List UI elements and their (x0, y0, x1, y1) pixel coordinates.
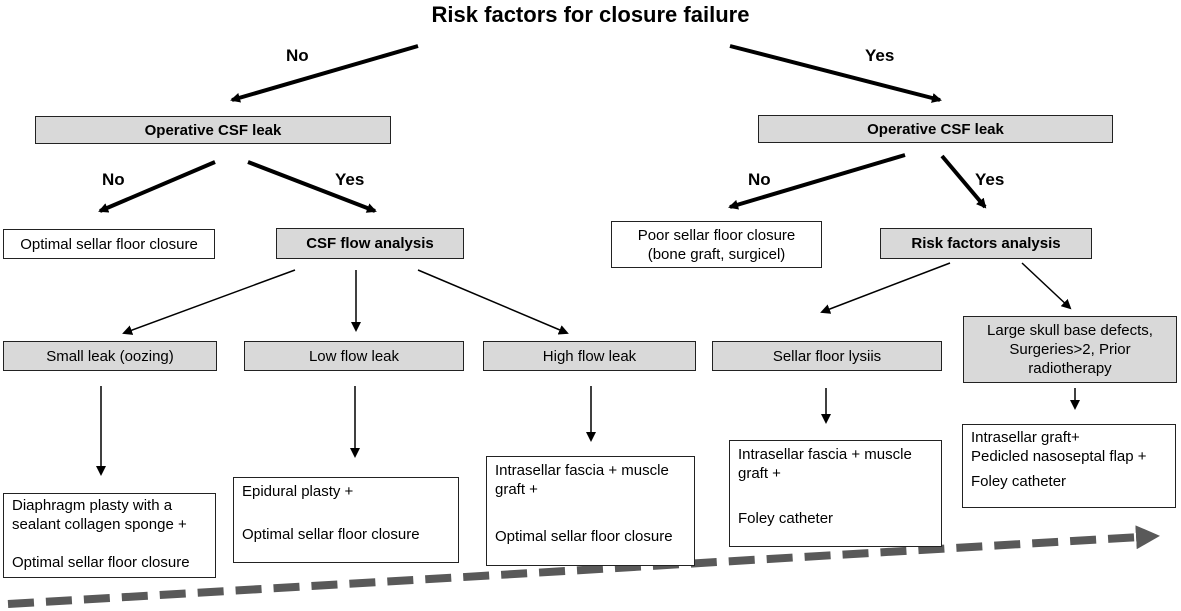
arrow-left-no (98, 160, 216, 213)
arrow-right-no (728, 153, 906, 210)
arrow-right-yes (940, 154, 987, 209)
outcome-lysis-line-5: Foley catheter (738, 510, 834, 527)
csf-flow-node: CSF flow analysis (276, 228, 464, 259)
outcome-small-leak: Diaphragm plasty with a sealant collagen… (3, 493, 216, 578)
outcome-small-line-3 (12, 534, 207, 553)
outcome-lysis-line-2: graft + (738, 465, 781, 482)
label-left-yes: Yes (335, 170, 365, 189)
low-flow-node: Low flow leak (244, 341, 464, 371)
sellar-lysis-node: Sellar floor lysiis (712, 341, 942, 371)
label-left-no: No (102, 170, 125, 189)
large-defects-line-3: radiotherapy (1028, 360, 1112, 377)
outcome-small-line-2: sealant collagen sponge + (12, 516, 187, 533)
outcome-high-line-1: Intrasellar fascia + muscle (495, 462, 669, 479)
arrow-top-no (230, 44, 419, 103)
outcome-sellar-lysis: Intrasellar fascia + muscle graft + Fole… (729, 440, 942, 547)
outcome-small-line-4: Optimal sellar floor closure (12, 554, 190, 571)
small-leak-node: Small leak (oozing) (3, 341, 217, 371)
label-right-yes: Yes (975, 170, 1005, 189)
outcome-low-line-2 (242, 501, 450, 513)
outcome-high-flow: Intrasellar fascia + muscle graft + Opti… (486, 456, 695, 566)
outcome-low-line-3 (242, 513, 450, 525)
outcome-low-line-4: Optimal sellar floor closure (242, 526, 420, 543)
arrow-csf-high (417, 269, 569, 335)
diagram-title: Risk factors for closure failure (431, 2, 750, 27)
outcome-large-line-1: Intrasellar graft+ (971, 429, 1080, 446)
poor-closure-line-1: Poor sellar floor closure (637, 226, 796, 244)
outcome-low-flow: Epidural plasty + Optimal sellar floor c… (233, 477, 459, 563)
arrow-csf-small (122, 269, 296, 335)
outcome-large-line-4: Foley catheter (971, 473, 1067, 490)
left-leak-node: Operative CSF leak (35, 116, 391, 144)
arrow-risk-lysis (820, 262, 951, 314)
large-defects-line-1: Large skull base defects, (987, 322, 1153, 339)
outcome-low-line-1: Epidural plasty + (242, 483, 354, 500)
outcome-high-line-3 (495, 499, 686, 518)
arrow-risk-large (1021, 262, 1072, 310)
outcome-small-line-1: Diaphragm plasty with a (12, 497, 173, 514)
outcome-high-line-2: graft + (495, 481, 538, 498)
outcome-lysis-line-1: Intrasellar fascia + muscle (738, 446, 912, 463)
optimal-closure-node: Optimal sellar floor closure (3, 229, 215, 259)
label-top-yes: Yes (865, 46, 895, 65)
arrow-top-yes (729, 44, 942, 103)
outcome-high-line-4 (495, 518, 686, 527)
large-defects-node: Large skull base defects, Surgeries>2, P… (963, 316, 1177, 383)
outcome-lysis-line-4 (738, 502, 933, 509)
large-defects-line-2: Surgeries>2, Prior (1009, 341, 1131, 358)
poor-closure-node: Poor sellar floor closure (bone graft, s… (611, 221, 822, 268)
poor-closure-line-2: (bone graft, surgicel) (647, 245, 786, 263)
outcome-high-line-5: Optimal sellar floor closure (495, 528, 673, 545)
high-flow-node: High flow leak (483, 341, 696, 371)
label-right-no: No (748, 170, 771, 189)
right-leak-node: Operative CSF leak (758, 115, 1113, 143)
outcome-lysis-line-3 (738, 483, 933, 502)
risk-analysis-node: Risk factors analysis (880, 228, 1092, 259)
label-top-no: No (286, 46, 309, 65)
outcome-large-defects: Intrasellar graft+ Pedicled nasoseptal f… (962, 424, 1176, 508)
outcome-large-line-2: Pedicled nasoseptal flap + (971, 448, 1147, 465)
arrow-left-yes (247, 160, 377, 213)
